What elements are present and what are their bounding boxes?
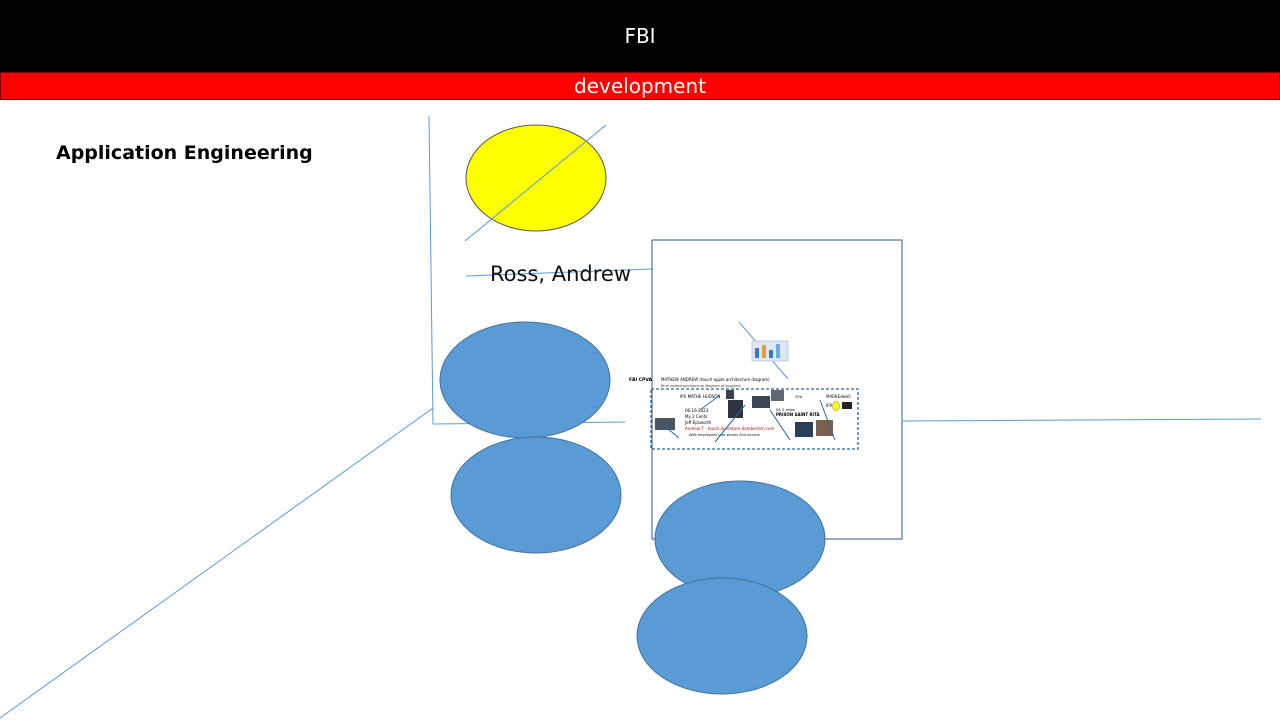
thumb-mini-bar — [776, 344, 780, 358]
thumb-right-name: MARKEdwell — [826, 394, 851, 399]
name-connector-line — [465, 268, 653, 277]
thumb-link-line — [819, 399, 836, 441]
thumb-line2: Blue nested architecture diagram of susp… — [661, 384, 741, 388]
person-label: Ross, Andrew — [490, 262, 632, 286]
thumb-yellow-dot — [832, 400, 840, 412]
thumb-logo — [842, 402, 852, 409]
thumb-note: Wife employees ross stones 2nd income — [689, 433, 760, 437]
thumb-left-name: IPX MATHE HUDSON — [680, 394, 720, 399]
thumb-cents: My 2 Cents — [685, 414, 707, 419]
thumb-mini-bar — [762, 345, 766, 358]
banner-subtitle: development — [574, 74, 706, 98]
yellow-ellipse — [465, 124, 607, 232]
thumb-photo — [728, 400, 743, 418]
thumb-you: YOU — [795, 395, 803, 399]
thumb-dashed-box — [650, 388, 859, 450]
section-heading: Application Engineering — [56, 142, 313, 164]
title-banner: FBI — [0, 0, 1280, 72]
right-connector-line — [902, 418, 1262, 422]
blue-ellipse-1 — [439, 321, 611, 439]
thumb-photo — [795, 422, 813, 437]
yellow-slash-line — [464, 124, 607, 242]
thumb-tag: FBI CPVA — [629, 377, 653, 383]
thumb-date: 06-16-2023 — [685, 408, 709, 413]
thumb-mini-bar — [755, 348, 759, 358]
thumb-photo — [771, 390, 784, 401]
thumb-link-line — [769, 409, 791, 441]
thumb-person: Jeff Epsworth — [684, 420, 712, 425]
diagram-thumbnail: FBI CPVA MATHEW ANDREW (touch apple arch… — [629, 321, 859, 450]
banner-title: FBI — [624, 24, 656, 48]
thumb-line1: MATHEW ANDREW (touch apple architecture … — [661, 377, 770, 382]
thumb-link-line — [714, 404, 746, 443]
axis-diagonal-line — [0, 407, 434, 719]
thumb-ipx: IPX — [826, 403, 833, 408]
thumb-photo — [752, 396, 770, 408]
thumb-photo — [726, 390, 734, 399]
thumb-photo — [655, 418, 675, 430]
subtitle-banner: development — [0, 72, 1280, 100]
blue-ellipse-2 — [450, 436, 622, 554]
thumb-contact: Andrew T - touch.accenture.damberlam.com — [685, 426, 775, 431]
thumb-small-note: DC 5 miles — [776, 408, 795, 412]
thumb-link-line — [661, 423, 680, 439]
axis-vertical-line — [428, 115, 434, 425]
thumb-mini-bar — [769, 350, 773, 358]
thumb-prison: PRISON SAINT RITA — [776, 412, 820, 417]
blue-ellipse-4 — [636, 577, 808, 695]
thumb-link-line — [699, 394, 721, 411]
